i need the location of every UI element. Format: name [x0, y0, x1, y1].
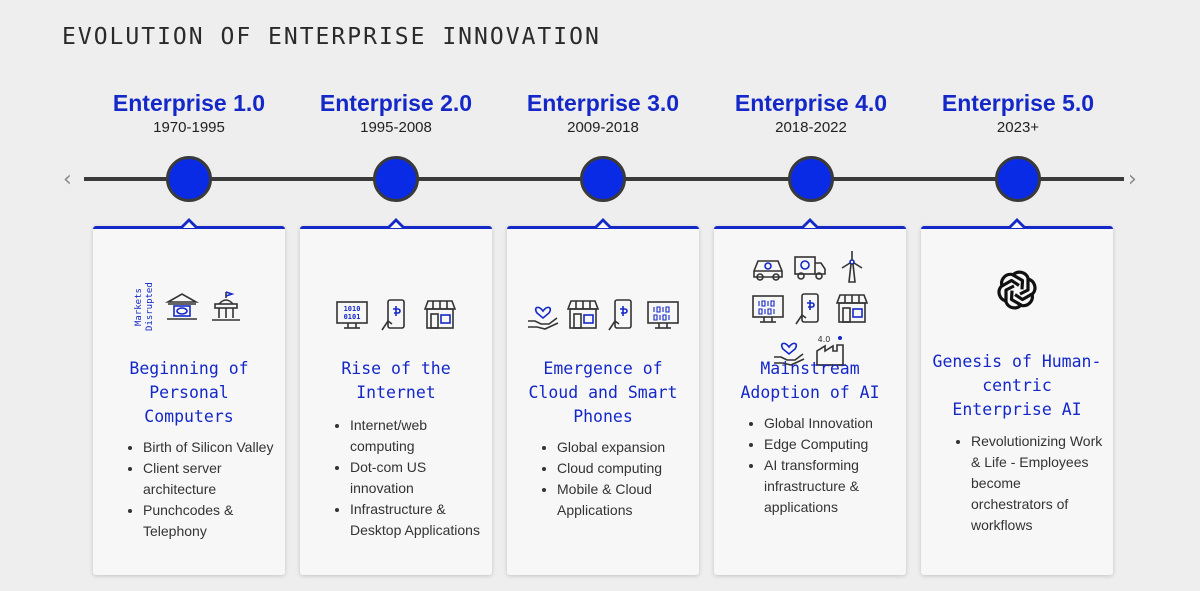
capitol-icon — [212, 291, 240, 321]
era-name: Enterprise 3.0 — [526, 90, 680, 116]
list-item: Edge Computing — [764, 434, 896, 455]
bank-icon — [164, 293, 200, 320]
truck-icon — [794, 256, 826, 280]
timeline-node-2[interactable] — [373, 156, 419, 202]
era-card-4: 4.0 Mainstream Adoption of AI Global Inn… — [714, 218, 906, 575]
chevron-right-icon[interactable]: › — [1128, 167, 1137, 192]
binary-monitor-icon — [647, 301, 679, 329]
list-item: AI transforming infrastructure & applica… — [764, 455, 896, 518]
era-card-3: Emergence of Cloud and Smart Phones Glob… — [507, 218, 699, 575]
era-name: Enterprise 5.0 — [941, 90, 1095, 116]
storefront-icon — [423, 300, 457, 329]
era-years: 2009-2018 — [567, 119, 639, 136]
page-title: EVOLUTION OF ENTERPRISE INNOVATION — [62, 24, 601, 50]
markets-disrupted-label: Markets Disrupted — [134, 282, 155, 332]
card-heading: Mainstream Adoption of AI — [740, 359, 880, 402]
list-item: Dot-com US innovation — [350, 457, 482, 499]
card-heading: Emergence of Cloud and Smart Phones — [528, 359, 678, 426]
bullet-list: Internet/web computing Dot-com US innova… — [336, 415, 482, 541]
wind-turbine-icon — [841, 251, 863, 283]
list-item: Global expansion — [557, 437, 689, 458]
era-card-1: Markets Disrupted Beginning of Personal … — [93, 218, 285, 575]
list-item: Client server architecture — [143, 458, 275, 500]
list-item: Cloud computing — [557, 458, 689, 479]
era-years: 1970-1995 — [153, 119, 225, 136]
factory-label: 4.0 — [818, 335, 831, 344]
icon-row — [507, 297, 699, 333]
phone-payment-icon — [381, 299, 405, 331]
card-heading: Genesis of Human-centric Enterprise AI — [932, 352, 1102, 419]
era-header-4: Enterprise 4.0 2018-2022 — [711, 90, 911, 136]
bullet-list: Birth of Silicon Valley Client server ar… — [129, 437, 275, 542]
era-years: 2018-2022 — [775, 119, 847, 136]
era-card-5: Genesis of Human-centric Enterprise AI R… — [921, 218, 1113, 575]
era-header-1: Enterprise 1.0 1970-1995 — [89, 90, 289, 136]
icon-row: Markets Disrupted — [93, 279, 285, 335]
icon-grid: 4.0 — [730, 249, 890, 369]
timeline-node-3[interactable] — [580, 156, 626, 202]
list-item: Infrastructure & Desktop Applications — [350, 499, 482, 541]
list-item: Revolutionizing Work & Life - Employees … — [971, 431, 1103, 536]
list-item: Global Innovation — [764, 413, 896, 434]
factory-icon: 4.0 — [816, 335, 846, 366]
era-header-3: Enterprise 3.0 2009-2018 — [503, 90, 703, 136]
card-heading: Beginning of Personal Computers — [129, 359, 249, 426]
heart-hand-icon — [774, 342, 805, 366]
era-header-2: Enterprise 2.0 1995-2008 — [296, 90, 496, 136]
list-item: Punchcodes & Telephony — [143, 500, 275, 542]
timeline-node-5[interactable] — [995, 156, 1041, 202]
phone-payment-icon — [795, 293, 819, 325]
era-years: 1995-2008 — [360, 119, 432, 136]
list-item: Birth of Silicon Valley — [143, 437, 275, 458]
storefront-icon — [566, 300, 600, 329]
era-name: Enterprise 4.0 — [734, 90, 888, 116]
storefront-icon — [835, 294, 869, 323]
bullet-list: Revolutionizing Work & Life - Employees … — [957, 431, 1103, 536]
car-icon — [753, 260, 783, 281]
list-item: Internet/web computing — [350, 415, 482, 457]
chevron-left-icon[interactable]: ‹ — [63, 167, 72, 192]
heart-hand-icon — [528, 306, 559, 330]
bullet-list: Global expansion Cloud computing Mobile … — [543, 437, 689, 521]
era-header-5: Enterprise 5.0 2023+ — [918, 90, 1118, 136]
icon-row — [921, 265, 1113, 315]
phone-payment-icon — [608, 299, 632, 331]
bullet-list: Global Innovation Edge Computing AI tran… — [750, 413, 896, 518]
ai-knot-logo-icon — [997, 270, 1037, 310]
timeline-node-1[interactable] — [166, 156, 212, 202]
era-name: Enterprise 1.0 — [112, 90, 266, 116]
list-item: Mobile & Cloud Applications — [557, 479, 689, 521]
era-years: 2023+ — [996, 119, 1040, 136]
binary-monitor-icon — [752, 295, 784, 323]
timeline-node-4[interactable] — [788, 156, 834, 202]
era-name: Enterprise 2.0 — [319, 90, 473, 116]
card-heading: Rise of the Internet — [341, 359, 451, 402]
